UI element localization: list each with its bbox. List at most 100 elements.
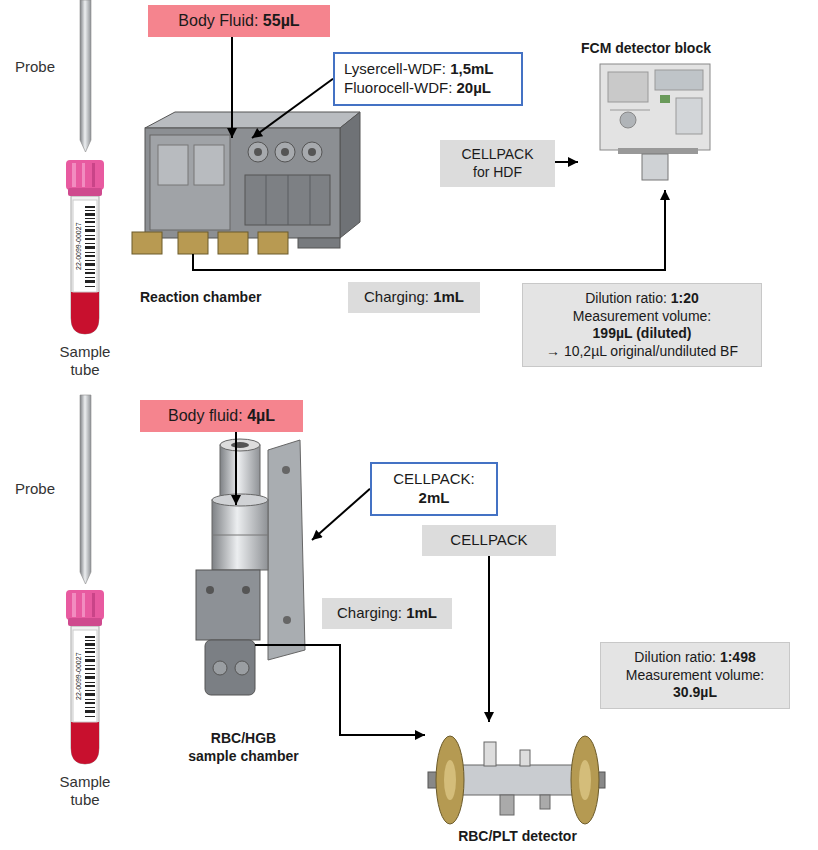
dilution-box: Dilution ratio: 1:20Measurement volume: … (522, 283, 762, 367)
value-part: 55µL (263, 12, 300, 29)
text-part: Body Fluid: (178, 12, 262, 29)
node-text: CELLPACK (450, 531, 527, 550)
charging-box: Charging: 1mL (322, 598, 452, 629)
rbc-hgb-chamber-drawing (196, 439, 312, 695)
node-text: RBC/PLT detector (458, 828, 577, 846)
rbc-hgb-chamber-drawing-part (206, 586, 214, 594)
text-part: Lysercell-WDF: (344, 60, 450, 77)
node-text: Body Fluid: 55µL (178, 11, 299, 31)
value-part: 20µL (457, 79, 492, 96)
reaction-chamber-drawing-part (178, 232, 208, 254)
diluent-box: CELLPACK: 2mL (370, 462, 498, 516)
text-part: CELLPACK: (393, 470, 474, 487)
detector-block: FCM detector block (578, 40, 714, 190)
dilution-box: Dilution ratio: 1:498Measurement volume:… (600, 642, 790, 709)
reaction-chamber-drawing-part (194, 145, 224, 185)
detector-block-drawing-part (620, 112, 636, 128)
rbc-hgb-chamber-drawing-part (220, 439, 260, 451)
value-part: 30.9µL (673, 684, 717, 700)
value-part: 4µL (247, 407, 275, 424)
rbc-hgb-chamber-drawing-part (205, 640, 255, 695)
node-text: CELLPACK for HDF (455, 146, 540, 181)
reaction-chamber-drawing-part (245, 175, 330, 225)
text-part: Measurement volume: (573, 308, 712, 324)
reaction-chamber-drawing-part (258, 232, 288, 254)
node-text: RBC/HGB sample chamber (187, 730, 301, 765)
node-text: Fluorocell-WDF: 20µL (344, 79, 491, 98)
text-part: Charging: (364, 288, 433, 305)
rbc-hgb-chamber: RBC/HGB sample chamber (175, 505, 312, 765)
text-part: Body fluid: (168, 407, 247, 424)
rbc-hgb-chamber-drawing-part (212, 494, 268, 506)
rbc-plt-detector-drawing-part (500, 795, 514, 815)
reaction-chamber-drawing-part (302, 142, 322, 162)
reaction-chamber-drawing-part (145, 112, 360, 128)
rbc-plt-detector-drawing-part (579, 760, 591, 800)
sample-tube (66, 160, 104, 764)
rbc-plt-detector-drawing-part (571, 736, 599, 824)
reaction-chamber-drawing-part (150, 135, 230, 230)
value-part: 1:20 (671, 290, 699, 306)
rbc-plt-detector-drawing-part (484, 742, 496, 766)
reaction-chamber-drawing-part (254, 148, 262, 156)
detector-block-drawing-part (655, 70, 703, 90)
node-text: Measurement volume: 199µL (diluted) (562, 308, 722, 343)
reaction-chamber-drawing-part (158, 145, 188, 185)
text-part: Dilution ratio: (585, 290, 671, 306)
text-part: Fluorocell-WDF: (344, 79, 457, 96)
rbc-hgb-chamber-drawing-part (212, 535, 268, 536)
reaction-chamber-drawing-part (218, 232, 248, 254)
detector-block-drawing-part (660, 95, 670, 103)
value-part: 1mL (433, 288, 464, 305)
rbc-hgb-chamber-drawing-part (283, 616, 291, 624)
rbc-hgb-chamber-drawing-part (220, 445, 260, 500)
reaction-chamber-drawing-part (275, 142, 295, 162)
reaction-chamber-drawing-part (288, 175, 289, 225)
value-part: 1mL (406, 604, 437, 621)
rbc-hgb-chamber-drawing-part (282, 466, 290, 474)
reaction-chamber-drawing-part (298, 238, 340, 248)
reaction-chamber-drawing-part (248, 142, 268, 162)
tube-label: Sample tube (50, 773, 120, 809)
rbc-plt-detector-drawing (428, 736, 605, 824)
value-part: 1:498 (720, 649, 756, 665)
sample-volume-box: Body fluid: 4µL (140, 400, 303, 432)
detector-block-drawing-part (600, 64, 710, 150)
text-part: Charging: (337, 604, 406, 621)
reaction-chamber-drawing-part (193, 254, 345, 270)
value-part: 1,5mL (450, 60, 493, 77)
reaction-chamber-drawing-part (340, 112, 360, 238)
node-text: CELLPACK: 2mL (381, 470, 487, 508)
detector-block-drawing-part (642, 154, 668, 180)
flow-arrow (235, 432, 237, 505)
sheath-box: CELLPACK for HDF (440, 140, 555, 187)
reagent-box: Lysercell-WDF: 1,5mL Fluorocell-WDF: 20µL (333, 52, 523, 106)
node-text: FCM detector block (581, 40, 711, 58)
reaction-chamber-drawing-part (132, 232, 162, 254)
node-text: Reaction chamber (140, 289, 261, 307)
rbc-hgb-chamber-drawing-part (213, 661, 227, 675)
detector-block-drawing-part (608, 72, 648, 102)
node-text: → 10,2µL original/undiluted BF (546, 343, 738, 361)
text-part: Dilution ratio: (634, 649, 720, 665)
barcode-number: 22-0099-00027 (75, 216, 83, 276)
reaction-chamber-drawing-part (145, 128, 340, 238)
flow-arrow (312, 645, 425, 735)
text-part: Measurement volume: (626, 667, 765, 683)
reaction-chamber-drawing-part (308, 148, 316, 156)
sample-tube-part (66, 590, 104, 764)
flow-arrow (555, 161, 578, 163)
charging-box: Charging: 1mL (348, 282, 480, 313)
rbc-hgb-chamber-drawing-part (268, 440, 305, 660)
sheath-box: CELLPACK (422, 525, 556, 556)
sample-tube-part (66, 160, 104, 334)
flow-arrow (345, 190, 665, 270)
probe-label: Probe (15, 480, 55, 498)
node-text: Dilution ratio: 1:20 (585, 290, 699, 308)
reaction-chamber-drawing-part (266, 175, 267, 225)
node-text: Charging: 1mL (364, 288, 464, 307)
